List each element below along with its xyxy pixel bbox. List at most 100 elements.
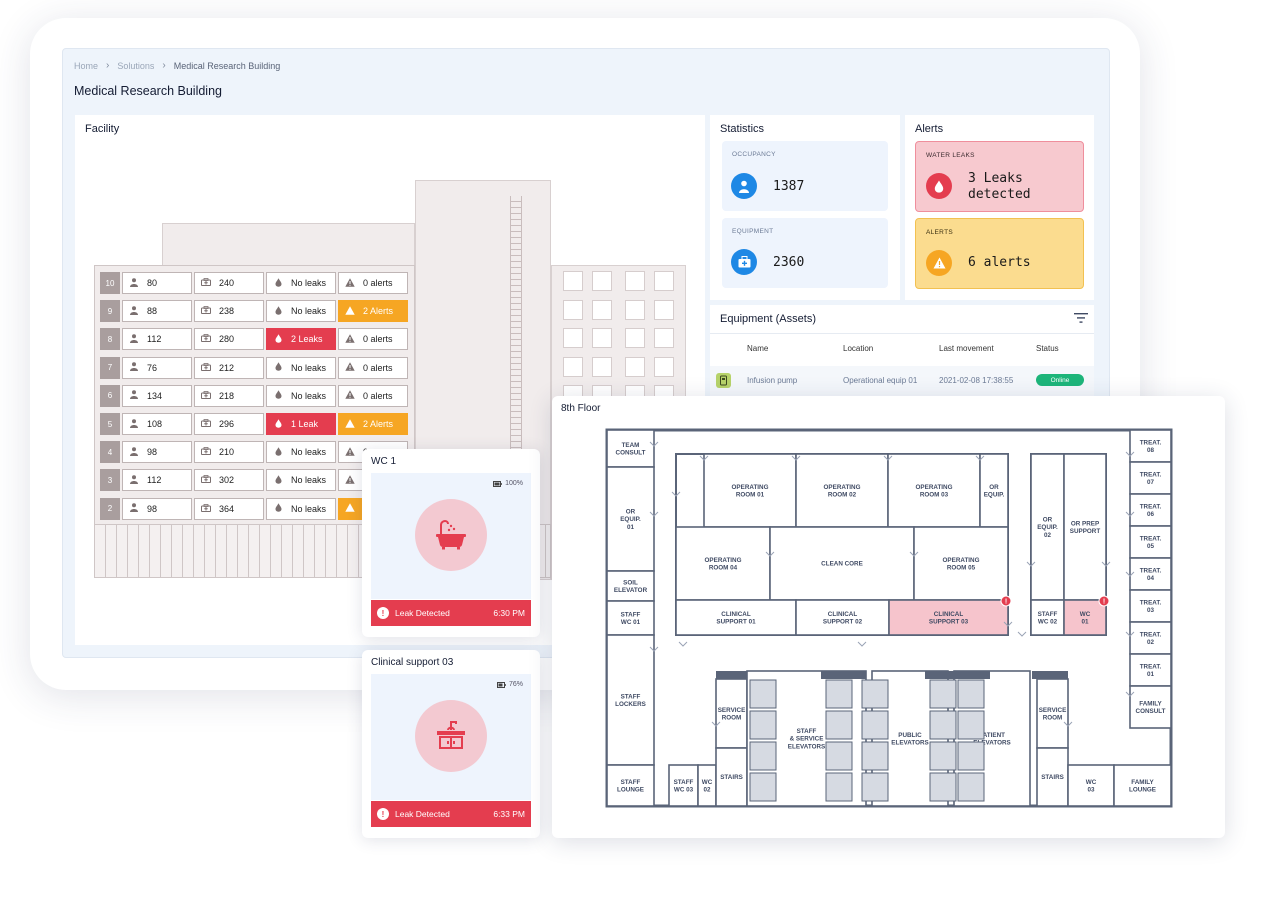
floor-leaks: No leaks xyxy=(266,469,336,492)
battery-icon xyxy=(496,681,506,688)
col-status: Status xyxy=(1036,344,1059,353)
floor-leaks-text: 2 Leaks xyxy=(291,334,323,345)
room-or-prep xyxy=(1063,453,1107,601)
floor-equipment: 302 xyxy=(194,469,264,492)
room-label: 08 xyxy=(1147,447,1155,454)
alerts-value: 6 alerts xyxy=(968,255,1031,270)
floor-number-text: 5 xyxy=(107,419,113,429)
room-family-lounge xyxy=(1113,764,1172,807)
water-drop-icon xyxy=(273,418,283,430)
room-label: OR xyxy=(1043,517,1053,524)
room-operating-03 xyxy=(887,453,981,528)
floor-occupancy: 108 xyxy=(122,413,192,435)
elevator-shaft xyxy=(861,772,889,802)
elevator-shaft xyxy=(825,710,853,740)
person-icon xyxy=(129,390,139,401)
room-label: 06 xyxy=(1147,511,1155,518)
water-leaks-label: WATER LEAKS xyxy=(926,152,975,159)
alerts-card[interactable]: ALERTS 6 alerts xyxy=(915,218,1084,289)
bathtub-icon xyxy=(415,499,487,571)
elevator-shaft xyxy=(957,710,985,740)
sensor-card-wc1[interactable]: WC 1 100% ! Leak Detected 6:30 PM xyxy=(362,449,540,637)
water-drop-icon xyxy=(273,503,283,514)
medical-kit-icon xyxy=(201,503,211,514)
room-label: WC xyxy=(1080,611,1091,618)
water-leaks-card[interactable]: WATER LEAKS 3 Leaks detected xyxy=(915,141,1084,212)
floor-alerts-text: 0 alerts xyxy=(363,278,393,288)
room-label: 02 xyxy=(1147,639,1155,646)
floor-plan[interactable]: TEAMCONSULTOREQUIP.01SOILELEVATORSTAFFWC… xyxy=(552,396,1225,838)
room-label: & SERVICE xyxy=(790,736,824,743)
equipment-card[interactable]: EQUIPMENT 2360 xyxy=(722,218,888,288)
water-drop-icon xyxy=(273,277,283,289)
room-label: OR xyxy=(626,509,636,516)
floor-equipment-text: 210 xyxy=(219,447,235,458)
floor-equipment-text: 240 xyxy=(219,278,235,288)
chevron-right-icon: › xyxy=(106,60,110,71)
room-label: LOUNGE xyxy=(617,787,644,794)
sensor-card-clinical-support-03[interactable]: Clinical support 03 76% ! Leak Detected … xyxy=(362,650,540,838)
room-label: CONSULT xyxy=(1136,708,1166,715)
room-label: 03 xyxy=(1147,607,1155,614)
building-window xyxy=(654,328,674,348)
elevator-shaft xyxy=(929,710,957,740)
water-drop-icon xyxy=(273,446,283,458)
alert-exclamation: ! xyxy=(1005,599,1007,606)
room-stairs-right xyxy=(1036,747,1069,807)
filter-icon[interactable] xyxy=(1074,313,1088,323)
battery-level: 100% xyxy=(505,480,523,487)
warning-icon xyxy=(345,334,355,345)
water-leaks-line1: 3 Leaks xyxy=(968,171,1023,186)
room-treat-07 xyxy=(1129,461,1172,495)
building-window xyxy=(592,271,612,291)
breadcrumb-home[interactable]: Home xyxy=(74,60,99,71)
room-label: ELEVATOR xyxy=(614,587,648,594)
medical-kit-icon xyxy=(201,278,211,288)
room-team-consult xyxy=(606,429,655,468)
floor-alerts: 2 Alerts xyxy=(338,413,408,435)
floor-alerts-text: 0 alerts xyxy=(363,390,393,401)
row-last-movement: 2021-02-08 17:38:55 xyxy=(939,376,1014,385)
battery-indicator: 76% xyxy=(496,681,523,688)
occupancy-card[interactable]: OCCUPANCY 1387 xyxy=(722,141,888,211)
floor-alerts: 2 Alerts xyxy=(338,300,408,323)
floor-occupancy-text: 88 xyxy=(147,306,158,317)
floor-number: 4 xyxy=(100,441,120,464)
room-label: 02 xyxy=(1044,532,1052,539)
battery-level: 76% xyxy=(508,681,523,688)
table-row[interactable] xyxy=(710,366,1094,396)
floor-leaks: No leaks xyxy=(266,441,336,464)
breadcrumb-solutions[interactable]: Solutions xyxy=(117,60,155,71)
person-icon xyxy=(731,173,757,199)
wall-segment xyxy=(716,671,747,679)
room-label: SERVICE xyxy=(1039,707,1067,714)
warning-icon xyxy=(345,475,355,486)
floor-number: 2 xyxy=(100,497,120,520)
room-operating-01 xyxy=(703,453,797,528)
door xyxy=(671,491,681,497)
floor-number: 8 xyxy=(100,328,120,351)
elevator-shaft xyxy=(825,679,853,709)
door xyxy=(699,455,709,461)
door xyxy=(1125,691,1135,697)
floor-number: 6 xyxy=(100,384,120,407)
medical-kit-icon xyxy=(201,334,211,344)
room-label: EQUIP. xyxy=(620,516,641,523)
col-location: Location xyxy=(843,344,874,353)
floor-alerts: 0 alerts xyxy=(338,272,408,294)
floor-occupancy: 98 xyxy=(122,441,192,464)
room-label: SUPPORT 02 xyxy=(823,619,863,626)
leak-detected-bar: ! Leak Detected 6:33 PM xyxy=(371,801,531,827)
room-label: TREAT. xyxy=(1140,439,1162,446)
door xyxy=(1101,561,1111,567)
floor-leaks: No leaks xyxy=(266,497,336,520)
